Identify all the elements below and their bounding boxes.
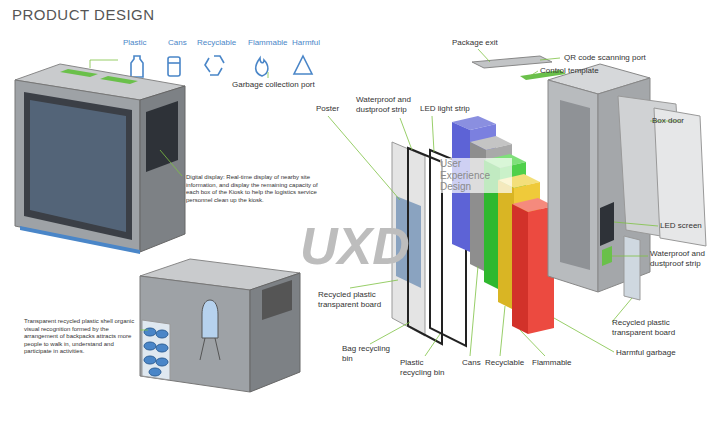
part-label: Cans <box>462 358 481 368</box>
part-label: Recycled plastic transparent board <box>318 290 398 309</box>
page-title: PRODUCT DESIGN <box>12 6 155 24</box>
part-label: Waterproof and dustproof strip <box>356 95 418 114</box>
part-label: Control template <box>540 66 599 76</box>
part-label: Box door <box>652 116 684 126</box>
part-label: Garbage collection port <box>232 80 315 90</box>
part-label: Recycled plastic transparent board <box>612 318 692 337</box>
part-label: LED screen <box>660 221 702 231</box>
part-label: Bag recycling bin <box>342 344 392 363</box>
icon-label: Recyclable <box>197 38 236 48</box>
watermark: UXD <box>300 220 410 272</box>
part-label: Package exit <box>452 38 498 48</box>
part-label: Recyclable <box>485 358 524 368</box>
note-text: Digital display: Real-time display of ne… <box>186 174 321 204</box>
icon-label: Cans <box>168 38 187 48</box>
part-label: LED light strip <box>420 104 470 114</box>
part-label: Harmful garbage <box>616 348 676 358</box>
icon-label: Flammable <box>248 38 288 48</box>
part-label: Poster <box>316 104 339 114</box>
part-label: Waterproof and dustproof strip <box>650 249 716 268</box>
icon-label: Plastic <box>123 38 147 48</box>
part-label: QR code scanning port <box>564 53 646 63</box>
watermark: User Experience Design <box>440 158 512 193</box>
part-label: Plastic recycling bin <box>400 358 450 377</box>
icon-label: Harmful <box>292 38 320 48</box>
note-text: Transparent recycled plastic shell organ… <box>24 318 136 356</box>
part-label: Flammable <box>532 358 572 368</box>
